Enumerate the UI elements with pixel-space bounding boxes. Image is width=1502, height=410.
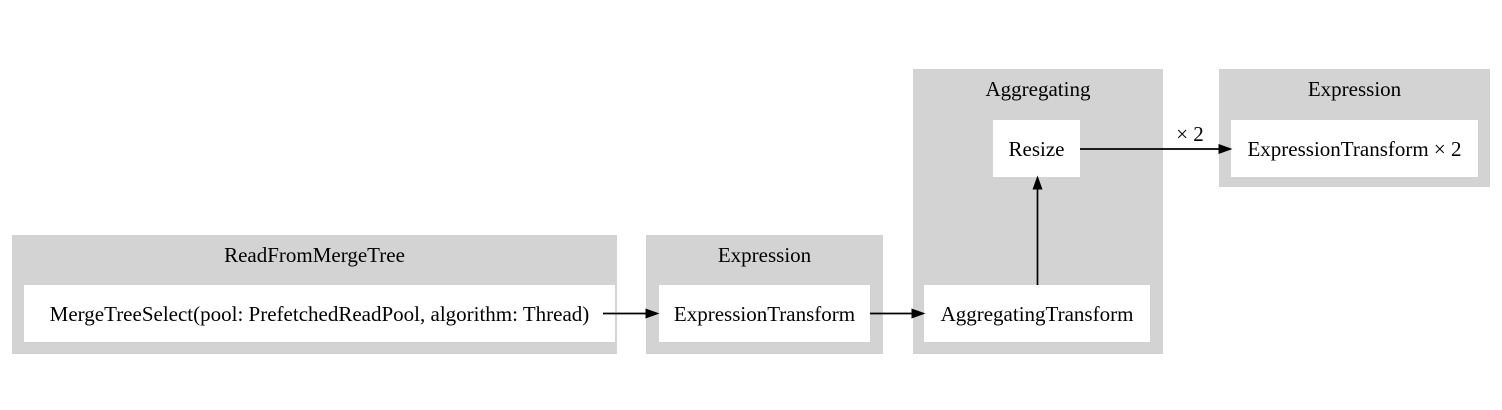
edge-multiplicity-label: × 2 bbox=[1176, 122, 1204, 146]
cluster-readfrommergetree-title: ReadFromMergeTree bbox=[224, 243, 405, 267]
cluster-aggregating-title: Aggregating bbox=[985, 77, 1091, 101]
cluster-readfrommergetree: ReadFromMergeTree MergeTreeSelect(pool: … bbox=[12, 235, 617, 354]
node-mergetreeselect: MergeTreeSelect(pool: PrefetchedReadPool… bbox=[24, 285, 615, 342]
node-expressiontransform: ExpressionTransform bbox=[659, 285, 870, 342]
node-aggregatingtransform-label: AggregatingTransform bbox=[940, 301, 1134, 326]
node-expressiontransform-x2-label: ExpressionTransform × 2 bbox=[1247, 136, 1462, 161]
cluster-expression-lower-title: Expression bbox=[717, 243, 812, 267]
node-expressiontransform-label: ExpressionTransform bbox=[673, 301, 856, 326]
node-aggregatingtransform: AggregatingTransform bbox=[924, 285, 1150, 342]
cluster-expression-upper: Expression ExpressionTransform × 2 bbox=[1219, 69, 1490, 187]
node-resize: Resize bbox=[993, 120, 1080, 177]
node-mergetreeselect-label: MergeTreeSelect(pool: PrefetchedReadPool… bbox=[49, 301, 590, 326]
node-resize-label: Resize bbox=[1008, 136, 1065, 161]
cluster-aggregating: Aggregating Resize AggregatingTransform bbox=[913, 69, 1163, 354]
cluster-expression-upper-title: Expression bbox=[1307, 77, 1402, 101]
cluster-expression-lower: Expression ExpressionTransform bbox=[646, 235, 883, 354]
node-expressiontransform-x2: ExpressionTransform × 2 bbox=[1231, 120, 1478, 177]
